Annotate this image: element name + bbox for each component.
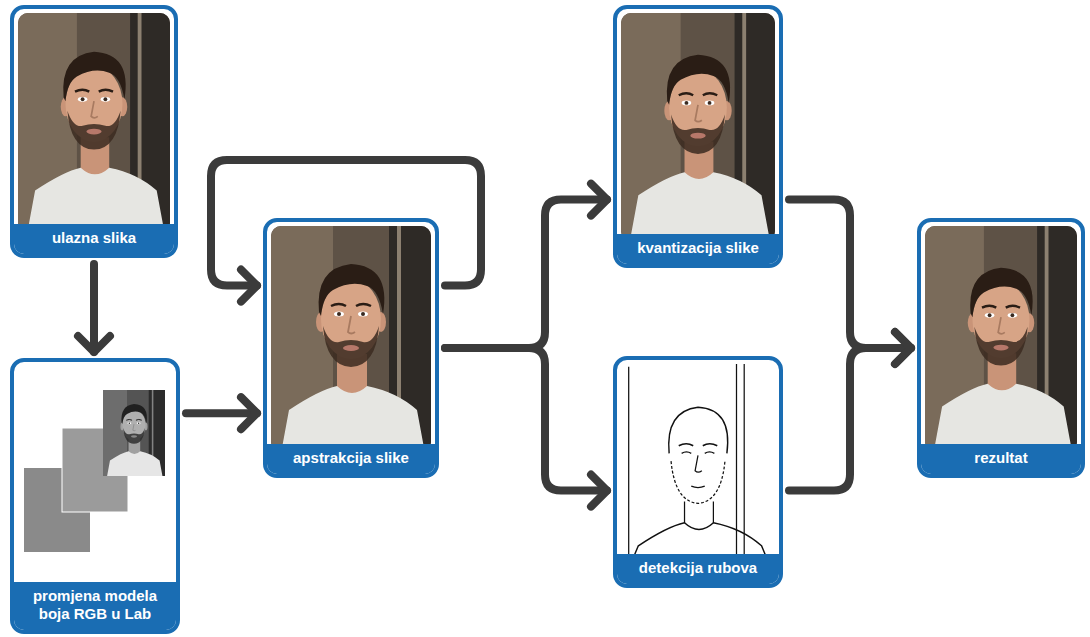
result-photo (925, 226, 1077, 452)
arrowhead (241, 397, 257, 429)
card-grounds (10, 5, 1085, 634)
step-label: rezultat (974, 449, 1027, 466)
step-label: promjena modela boja RGB u Lab (33, 587, 157, 622)
quantized-photo (621, 13, 775, 241)
flow-arrow (445, 348, 607, 507)
flow-arrow (78, 264, 110, 352)
arrowhead (591, 184, 607, 216)
input-photo (18, 13, 170, 233)
connector-line (789, 200, 911, 348)
flow-arrow (789, 332, 911, 491)
step-label: detekcija rubova (639, 559, 757, 576)
arrowhead (591, 475, 607, 507)
label-bar: ulazna slika (14, 224, 174, 254)
flow-arrow (445, 184, 607, 348)
lab-channel-thumbnails (24, 385, 165, 552)
process-card: rezultat (917, 218, 1085, 478)
process-card: ulazna slika (10, 5, 178, 258)
label-bar: detekcija rubova (617, 554, 779, 584)
process-card: apstrakcija slike (263, 218, 439, 478)
process-card: detekcija rubova (613, 356, 783, 588)
arrowhead (78, 336, 110, 352)
connector-line (90, 264, 98, 352)
connector-line (445, 200, 607, 348)
step-label: kvantizacija slike (637, 239, 759, 256)
label-bar: kvantizacija slike (617, 234, 779, 264)
arrowhead (895, 332, 911, 364)
step-label: apstrakcija slike (293, 449, 409, 466)
flow-arrow (186, 397, 257, 429)
connector-line (789, 348, 911, 491)
edge-sketch (621, 364, 775, 562)
label-bar: rezultat (921, 444, 1081, 474)
flow-arrow (789, 200, 911, 364)
label-bar: promjena modela boja RGB u Lab (14, 582, 176, 630)
process-card: promjena modela boja RGB u Lab (10, 358, 180, 634)
flow-arrow (211, 160, 481, 302)
connector-line (186, 409, 257, 417)
step-label: ulazna slika (52, 229, 136, 246)
process-card: kvantizacija slike (613, 5, 783, 268)
connector-line (445, 348, 607, 491)
label-bar: apstrakcija slike (267, 444, 435, 474)
abstracted-photo (271, 226, 431, 452)
arrowhead (241, 270, 257, 302)
connector-line (211, 160, 481, 286)
